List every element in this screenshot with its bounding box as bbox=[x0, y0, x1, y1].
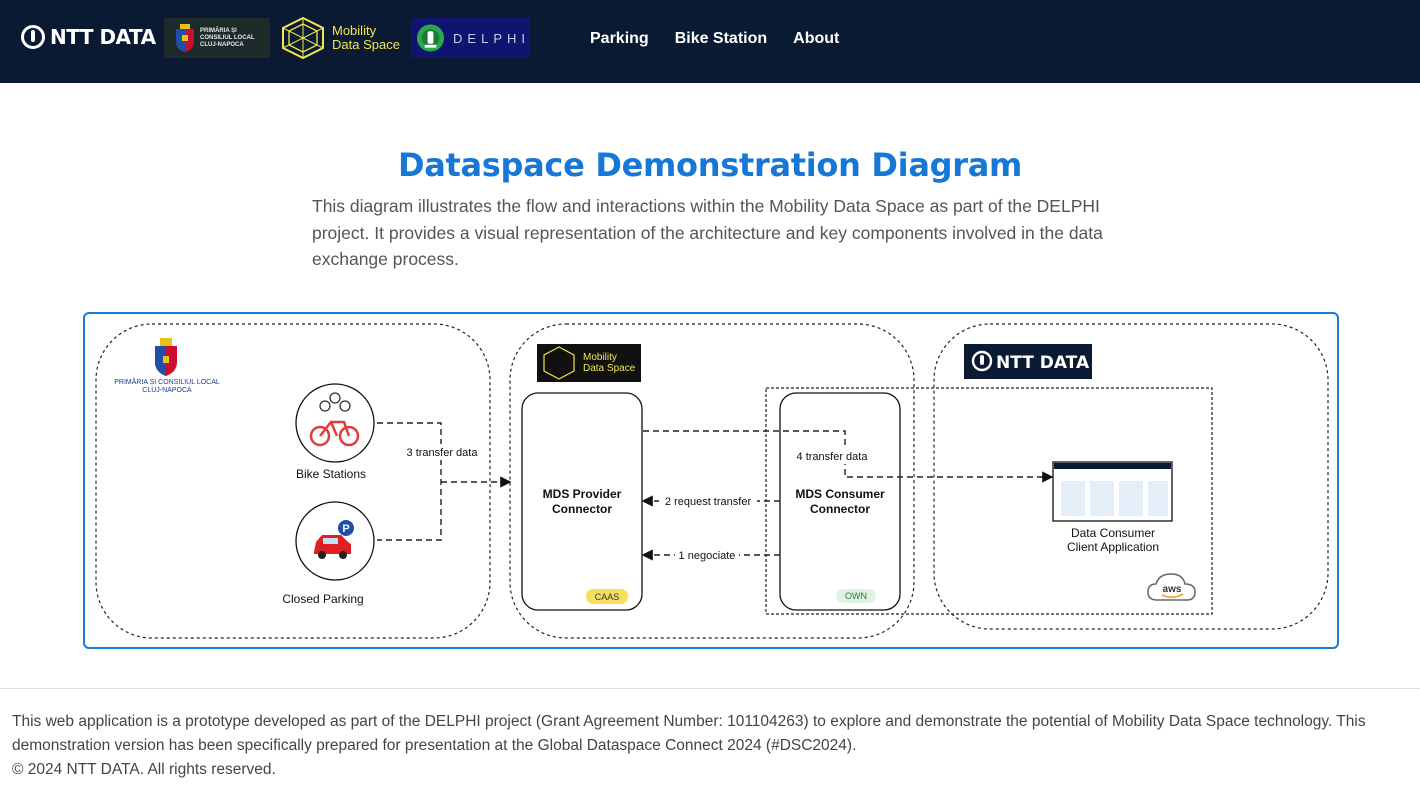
diagram-mds-logo bbox=[537, 344, 641, 382]
cluj-logo-text: PRIMĂRIA ȘI CONSILIUL LOCAL CLUJ-NAPOCA bbox=[200, 27, 255, 48]
own-badge bbox=[836, 589, 876, 603]
page-title: Dataspace Demonstration Diagram bbox=[397, 146, 1023, 184]
cluj-label-1: PRIMĂRIA ȘI CONSILIUL LOCAL bbox=[114, 377, 220, 386]
cluj-region bbox=[95, 323, 491, 639]
ntt-circle-icon bbox=[21, 25, 45, 49]
diagram-ntt-logo bbox=[964, 344, 1092, 379]
dataspace-diagram: PRIMĂRIA ȘI CONSILIUL LOCAL CLUJ-NAPOCA … bbox=[83, 312, 1339, 649]
cluj-napoca-logo[interactable]: PRIMĂRIA ȘI CONSILIUL LOCAL CLUJ-NAPOCA bbox=[164, 18, 270, 58]
delphi-globe-icon bbox=[416, 24, 445, 52]
delphi-logo[interactable]: DELPHI bbox=[411, 18, 530, 58]
delphi-logo-text: DELPHI bbox=[453, 30, 530, 46]
mds-hexagon-icon bbox=[282, 16, 324, 60]
nav-links: Parking Bike Station About bbox=[590, 30, 839, 48]
mobility-data-space-logo[interactable]: Mobility Data Space bbox=[280, 16, 400, 60]
bike-stations-label: Bike Stations bbox=[296, 467, 366, 481]
diagram-canvas: PRIMĂRIA ȘI CONSILIUL LOCAL CLUJ-NAPOCA … bbox=[95, 323, 1329, 639]
aws-label: aws bbox=[1163, 584, 1182, 595]
svg-text:P: P bbox=[342, 523, 349, 535]
ntt-region bbox=[933, 323, 1329, 630]
caas-badge bbox=[586, 589, 628, 604]
bike-icon bbox=[309, 392, 360, 447]
client-app-label-2: Client Application bbox=[1067, 540, 1159, 554]
diagram-ntt-logo-text: NTT DATA bbox=[996, 353, 1090, 373]
page-description: This diagram illustrates the flow and in… bbox=[312, 196, 1103, 269]
provider-label-1: MDS Provider bbox=[543, 487, 622, 501]
cluj-label-2: CLUJ-NAPOCA bbox=[142, 387, 192, 394]
ntt-logo-text: NTT DATA bbox=[50, 25, 156, 49]
mds-region bbox=[509, 323, 915, 639]
negociate-label: 1 negociate bbox=[679, 550, 736, 562]
transfer-4-label: 4 transfer data bbox=[797, 451, 869, 463]
nav-link-bike-station[interactable]: Bike Station bbox=[674, 30, 768, 47]
ntt-data-logo[interactable]: NTT DATA bbox=[20, 24, 156, 50]
request-transfer-label: 2 request transfer bbox=[665, 496, 752, 508]
mds-logo-text: Mobility Data Space bbox=[332, 23, 400, 52]
nav-link-about[interactable]: About bbox=[793, 30, 840, 47]
mds-hexagon-icon bbox=[543, 346, 575, 380]
parking-car-icon: P bbox=[314, 520, 354, 559]
closed-parking-label: Closed Parking bbox=[282, 592, 363, 606]
transfer-3-label: 3 transfer data bbox=[407, 447, 479, 459]
nav-link-parking[interactable]: Parking bbox=[590, 30, 649, 47]
diagram-mds-logo-line-1: Mobility bbox=[583, 352, 617, 363]
footer-text: This web application is a prototype deve… bbox=[12, 713, 1366, 754]
cluj-crest-icon bbox=[176, 24, 194, 52]
consumer-label-1: MDS Consumer bbox=[795, 487, 885, 501]
caas-badge-label: CAAS bbox=[595, 592, 620, 602]
footer-copyright: © 2024 NTT DATA. All rights reserved. bbox=[12, 761, 276, 778]
aws-cloud-icon bbox=[1147, 573, 1196, 601]
provider-label-2: Connector bbox=[552, 502, 612, 516]
diagram-mds-logo-line-2: Data Space bbox=[583, 363, 636, 374]
page-footer: This web application is a prototype deve… bbox=[0, 688, 1420, 778]
client-app-label-1: Data Consumer bbox=[1071, 526, 1155, 540]
cluj-crest-icon bbox=[155, 338, 177, 376]
ntt-circle-icon bbox=[971, 350, 993, 372]
consumer-label-2: Connector bbox=[810, 502, 870, 516]
transfer-connector-line bbox=[377, 422, 442, 541]
top-navbar: NTT DATA PRIMĂRIA ȘI CONSILIUL LOCAL CLU… bbox=[0, 0, 1420, 83]
own-badge-label: OWN bbox=[845, 591, 867, 601]
